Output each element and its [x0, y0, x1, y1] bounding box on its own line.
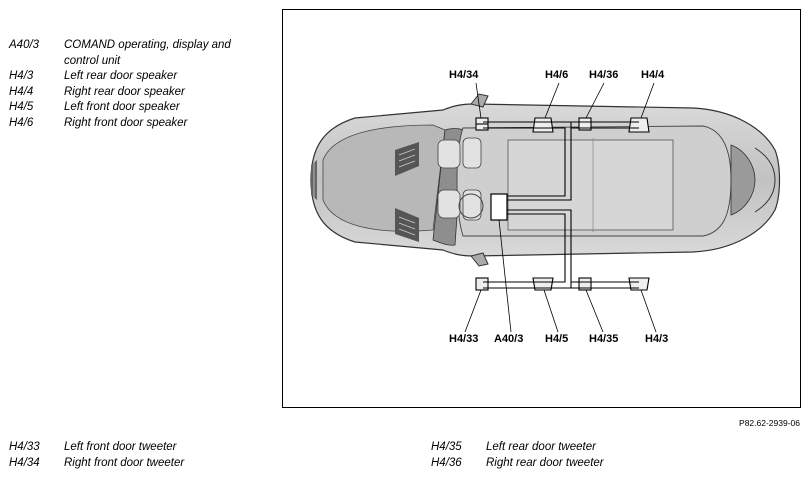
comand-unit-a40-3: [490, 193, 508, 221]
legend-code: H4/36: [431, 456, 462, 469]
callout-h4-6: H4/6: [545, 69, 569, 81]
legend-desc: Left front door speaker: [64, 101, 180, 113]
legend-desc: Left rear door speaker: [64, 70, 178, 82]
roof-panel: [507, 139, 674, 231]
wiring: [483, 121, 639, 289]
callout-h4-36: H4/36: [589, 69, 619, 81]
legend-row: A40/3 COMAND operating, display and cont…: [9, 38, 254, 69]
legend-code: H4/6: [9, 116, 34, 129]
car-speaker-diagram: H4/34 H4/6 H4/36 H4/4 H4/33 A40/3 H4/5 H…: [282, 9, 801, 408]
callout-a40-3: A40/3: [494, 333, 524, 345]
legend-row: H4/34 Right front door tweeter: [9, 456, 184, 472]
car-top-view-drawing: [310, 82, 781, 333]
callout-h4-34: H4/34: [449, 69, 479, 81]
legend-bottom-left: H4/33 Left front door tweeter H4/34 Righ…: [9, 440, 184, 471]
legend-row: H4/33 Left front door tweeter: [9, 440, 184, 456]
rear-window: [730, 144, 756, 216]
legend-bottom-right: H4/35 Left rear door tweeter H4/36 Right…: [431, 440, 604, 471]
front-seats: [437, 137, 482, 221]
legend-row: H4/3 Left rear door speaker: [9, 69, 254, 85]
legend-code: H4/5: [9, 101, 34, 113]
speaker-h4-6: [532, 117, 554, 133]
legend-desc: Left front door tweeter: [64, 441, 177, 453]
leader-lines: [464, 82, 657, 333]
speaker-h4-35: [578, 277, 592, 291]
legend-code: A40/3: [9, 39, 40, 51]
speaker-h4-33: [475, 277, 489, 291]
legend-desc: Right front door tweeter: [64, 456, 185, 469]
mirror-left: [470, 252, 489, 267]
legend-code: H4/3: [9, 70, 34, 82]
legend-code: H4/33: [9, 441, 40, 453]
legend-row: H4/6 Right front door speaker: [9, 116, 254, 132]
legend-desc: Right rear door speaker: [64, 85, 185, 98]
legend-code: H4/35: [431, 441, 462, 453]
legend-row: H4/4 Right rear door speaker: [9, 85, 254, 101]
legend-desc: Right front door speaker: [64, 116, 188, 129]
tailgate: [754, 147, 776, 213]
speaker-h4-34: [475, 117, 489, 131]
speaker-h4-4: [628, 117, 650, 133]
legend-row: H4/5 Left front door speaker: [9, 100, 254, 116]
callout-h4-4: H4/4: [641, 69, 665, 81]
figure-reference: P82.62-2939-06: [739, 418, 800, 428]
legend-row: H4/35 Left rear door tweeter: [431, 440, 604, 456]
legend-code: H4/34: [9, 456, 40, 469]
legend-desc: COMAND operating, display and control un…: [64, 39, 231, 67]
speaker-h4-36: [578, 117, 592, 131]
legend-top: A40/3 COMAND operating, display and cont…: [9, 38, 254, 131]
callout-h4-35: H4/35: [589, 333, 619, 345]
legend-code: H4/4: [9, 85, 34, 98]
legend-desc: Right rear door tweeter: [486, 456, 604, 469]
legend-row: H4/36 Right rear door tweeter: [431, 456, 604, 472]
callout-h4-5: H4/5: [545, 333, 569, 345]
hood: [322, 124, 446, 232]
callout-h4-3: H4/3: [645, 333, 669, 345]
steering-wheel: [458, 193, 484, 219]
legend-desc: Left rear door tweeter: [486, 441, 596, 453]
hood-vents: [395, 142, 419, 242]
callout-h4-33: H4/33: [449, 333, 479, 345]
